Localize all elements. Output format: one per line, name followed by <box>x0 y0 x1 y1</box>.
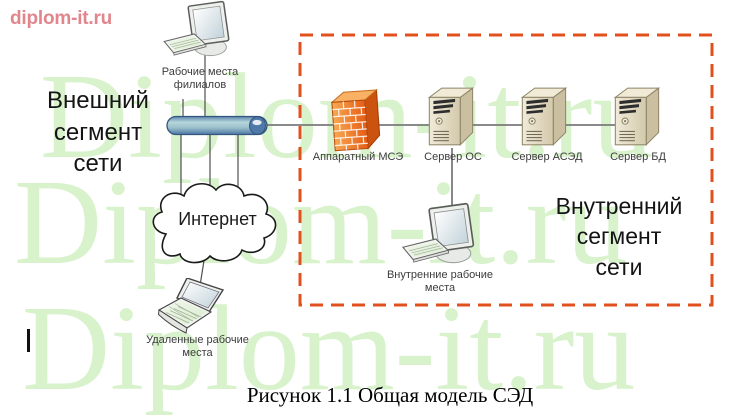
branch-workstation-icon <box>160 0 240 66</box>
os-server-label: Сервер ОС <box>424 151 482 163</box>
site-watermark: diplom-it.ru <box>10 8 113 29</box>
internal-workstation-icon <box>398 202 486 274</box>
db-server-icon <box>613 85 663 151</box>
internal-segment-label: Внутренний сегмент сети <box>555 193 683 280</box>
hardware-firewall-icon <box>331 87 391 153</box>
ased-server-icon <box>520 85 570 151</box>
remote-laptop-icon <box>152 278 234 336</box>
internet-cloud <box>152 183 277 264</box>
os-server-icon <box>427 85 477 151</box>
watermark-row: Diplom-it.ru <box>22 281 636 415</box>
ased-server-label: Сервер АСЭД <box>511 151 583 163</box>
network-hub-cylinder <box>166 115 268 136</box>
text-cursor-bar <box>27 329 30 352</box>
hardware-firewall-label: Аппаратный МСЭ <box>312 151 404 163</box>
remote-workstations-label: Удаленные рабочие места <box>146 334 249 359</box>
branch-workstations-label: Рабочие места филиалов <box>161 66 239 91</box>
internal-workstations-label: Внутренние рабочие места <box>386 269 494 294</box>
watermark-row: Diplom-it.ru <box>14 155 628 290</box>
figure-caption: Рисунок 1.1 Общая модель СЭД <box>246 383 534 407</box>
internal-segment-border <box>298 33 714 307</box>
db-server-label: Сервер БД <box>610 151 666 163</box>
external-segment-label: Внешний сегмент сети <box>47 87 149 178</box>
internet-label: Интернет <box>178 209 257 229</box>
